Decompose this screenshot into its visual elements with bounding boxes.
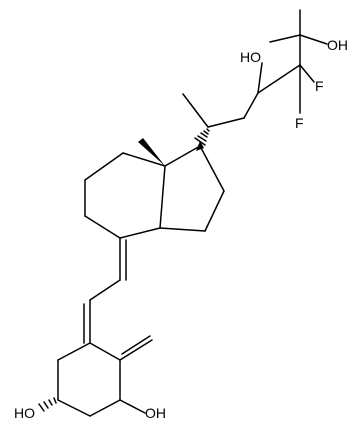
bond-methyl-left [269, 34, 301, 43]
hashed-wedge-ring-oh [38, 397, 57, 412]
bond-c12-c11 [84, 152, 124, 181]
bond-c1-oh [119, 399, 146, 414]
atom-label-layer: HO OH F F HO OH [14, 37, 348, 421]
hash-line [48, 399, 53, 406]
bond-c15-c14 [159, 227, 206, 232]
atom-label-oh-ring-right: OH [145, 405, 166, 421]
bond-c17-c16 [199, 145, 225, 192]
bond-choh-ch2 [243, 92, 259, 119]
atom-label-oh-terminal: OH [327, 37, 348, 53]
atom-label-f-lower: F [295, 115, 304, 131]
hash-line [38, 403, 45, 412]
bond-c-oh-terminal [299, 34, 328, 45]
hash-line [53, 397, 57, 404]
wedge-bond-angular-methyl [138, 138, 165, 166]
bond-c9-c8 [84, 215, 121, 239]
bond-cf2-f-upper [299, 64, 315, 83]
bond-c10-exo-methylene-a [119, 339, 153, 361]
hash-line [200, 132, 208, 138]
atom-label-ho-ring-left: HO [14, 405, 35, 421]
bond-choh-oh [257, 62, 263, 94]
bond-c16-c15 [204, 190, 225, 232]
bond-c4-c5 [57, 342, 91, 361]
bond-ch-methyl [182, 93, 209, 128]
bond-c1-c2 [89, 399, 121, 417]
bond-c17-c13 [164, 145, 201, 167]
hashed-wedge-side-chain [194, 128, 210, 146]
bond-c7-c6 [89, 279, 121, 301]
bond-c8-c14 [119, 227, 161, 239]
bond-c2-c3 [57, 399, 91, 417]
hash-line [197, 135, 207, 142]
hash-line [206, 128, 210, 132]
bond-c14-c13 [159, 165, 166, 229]
bond-layer [38, 9, 328, 417]
bond-ch2-ch [207, 117, 245, 128]
bond-cf2-choh [257, 64, 301, 94]
bond-c13-c12 [122, 152, 166, 167]
bond-c10-exo-methylene-b [121, 335, 151, 355]
atom-label-f-upper: F [315, 78, 324, 94]
hash-line [43, 401, 49, 409]
hash-line [203, 130, 209, 135]
bond-c5-c4 [89, 342, 121, 361]
atom-label-ho-side-chain: HO [240, 49, 261, 65]
